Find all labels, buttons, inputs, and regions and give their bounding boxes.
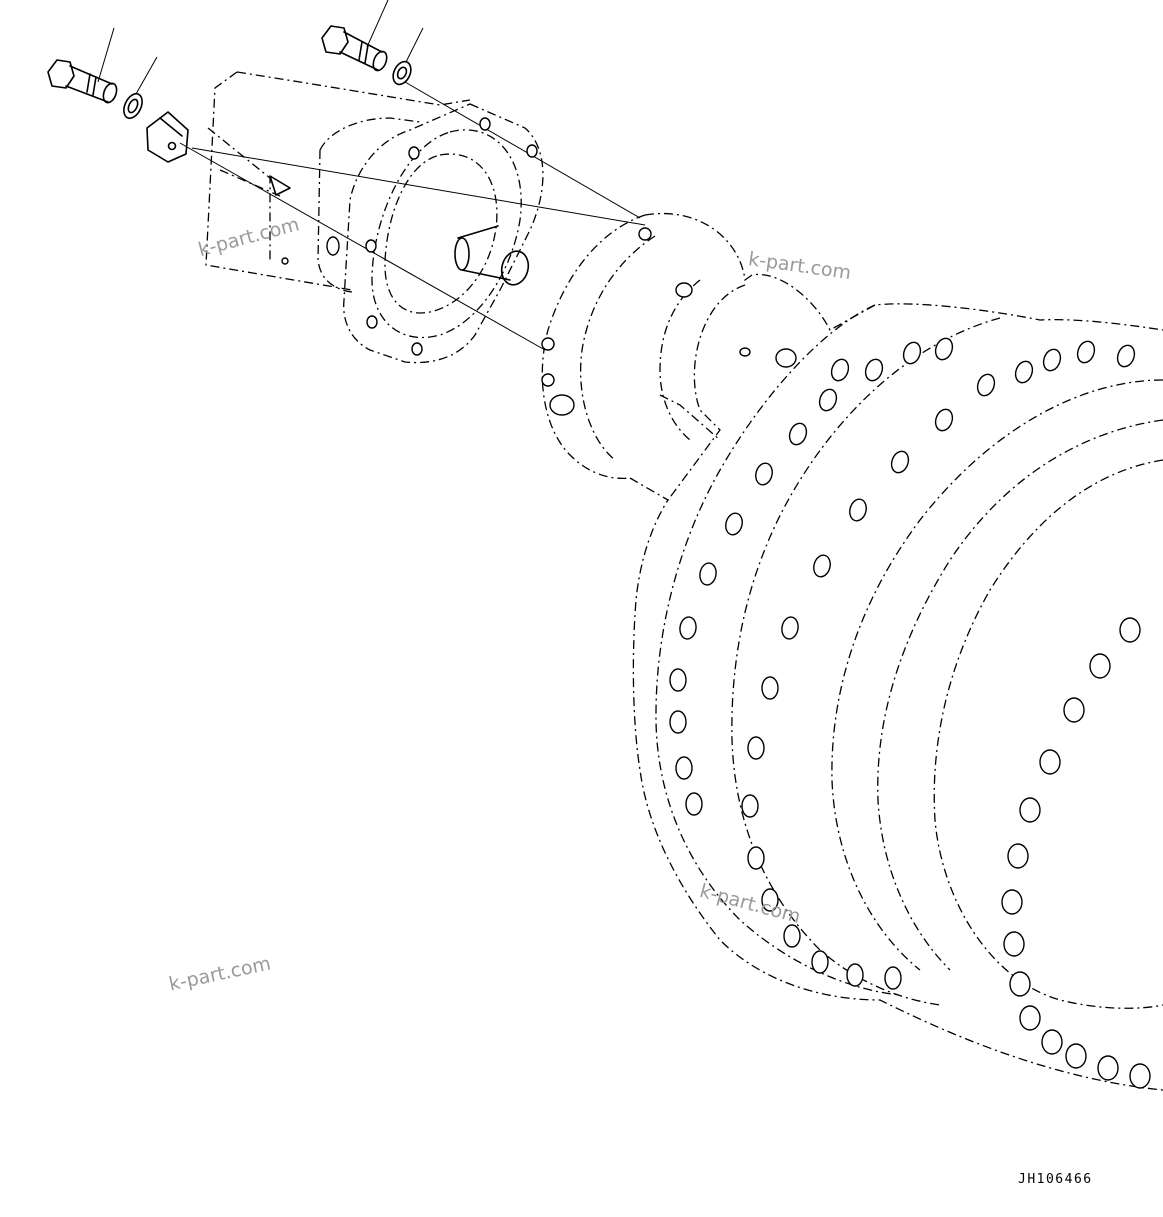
wheel-studs	[1001, 617, 1151, 1089]
axle-hub[interactable]	[541, 213, 1163, 1091]
lock-plate[interactable]	[146, 111, 189, 163]
figure-code: JH106466	[1018, 1172, 1093, 1187]
flange-bolt-holes	[669, 337, 1136, 990]
bolt-left[interactable]	[47, 27, 119, 104]
alignment-lines	[179, 81, 646, 351]
mounting-flange[interactable]	[343, 103, 544, 364]
motor-housing[interactable]	[205, 71, 471, 293]
bolt-top[interactable]	[321, 0, 389, 73]
washer-top[interactable]	[390, 27, 424, 87]
washer-left[interactable]	[120, 56, 158, 121]
